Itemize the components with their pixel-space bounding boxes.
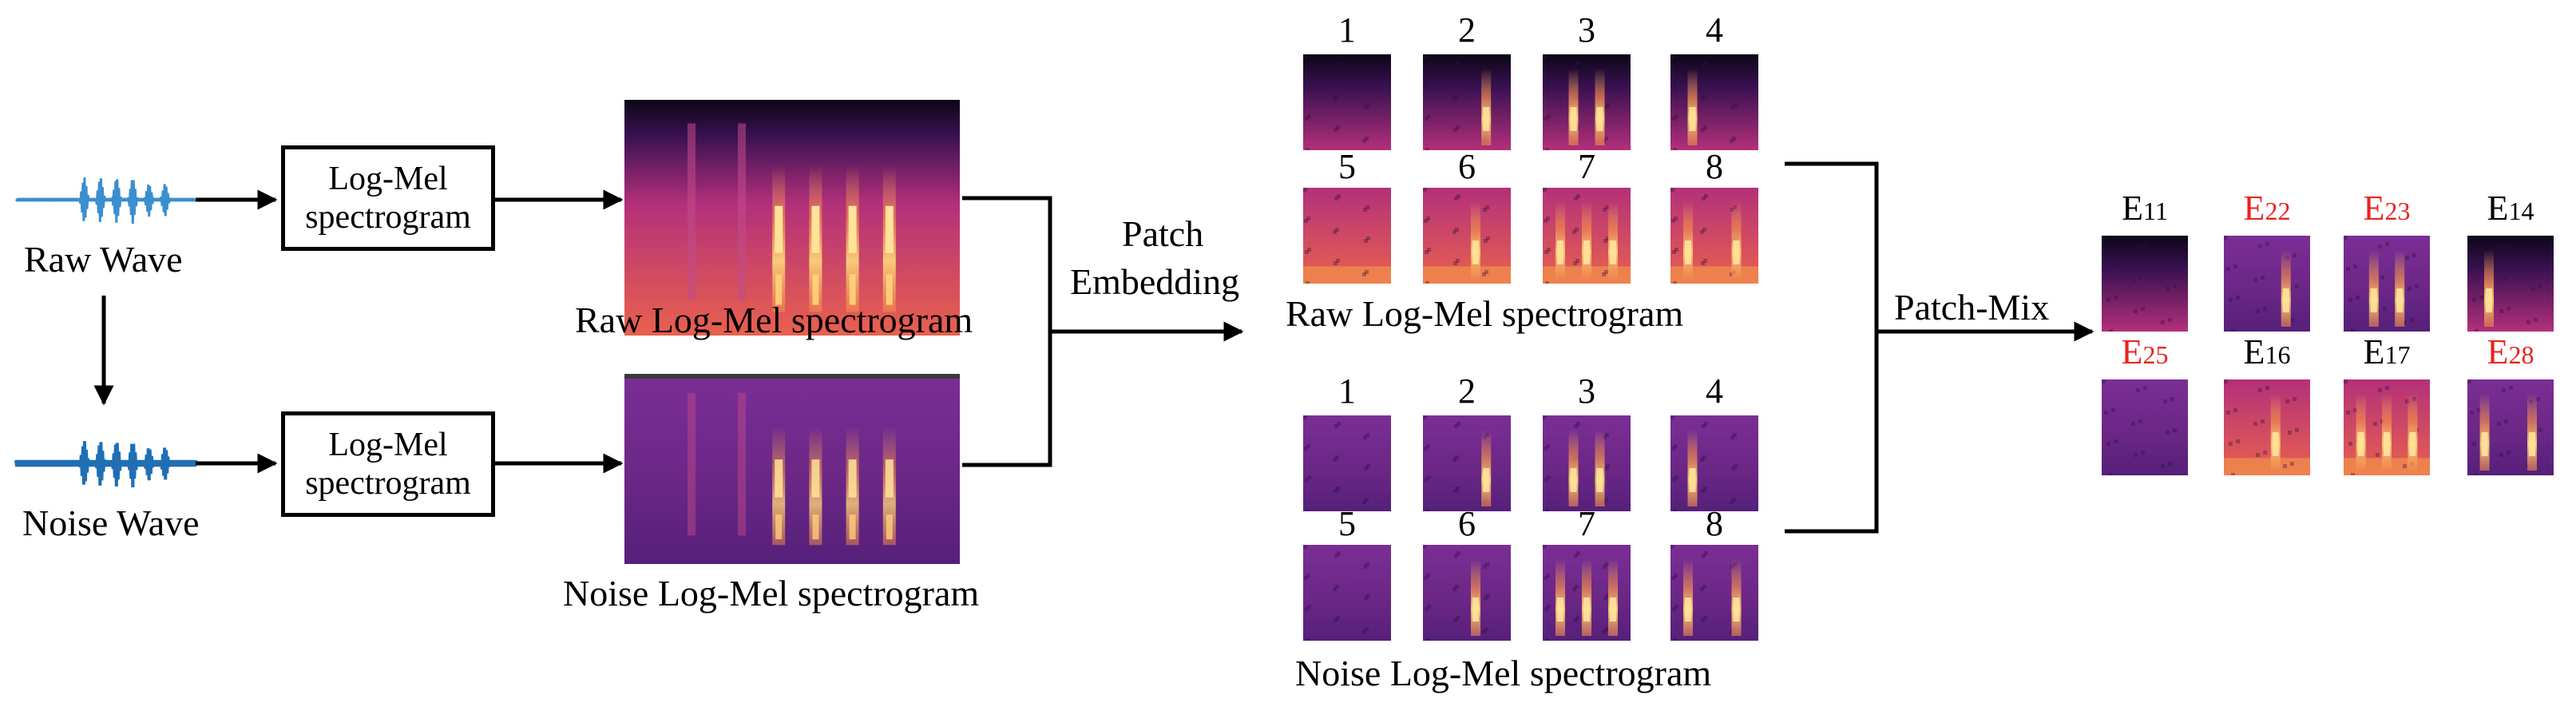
raw-patch-number-5: 5 bbox=[1338, 147, 1356, 186]
raw-patch-number-1: 1 bbox=[1338, 10, 1356, 50]
mixed-patch-E25 bbox=[2102, 379, 2188, 475]
raw-grid-caption: Raw Log-Mel spectrogram bbox=[1286, 293, 1684, 334]
mixed-patch-label-8: E28 bbox=[2487, 332, 2534, 371]
patch-embedding-line1: Patch bbox=[1122, 213, 1204, 254]
log-mel-box-noise: Log-Mel spectrogram bbox=[281, 411, 495, 517]
raw-patch-8 bbox=[1670, 188, 1758, 284]
noise-patch-number-1: 1 bbox=[1338, 371, 1356, 411]
raw-patch-1 bbox=[1303, 54, 1391, 150]
mixed-patch-label-7: E17 bbox=[2363, 332, 2411, 371]
raw-patch-2 bbox=[1423, 54, 1511, 150]
mixed-patch-label-6: E16 bbox=[2243, 332, 2291, 371]
mixed-patch-E17 bbox=[2344, 379, 2430, 475]
noise-patch-5 bbox=[1303, 545, 1391, 641]
mixed-patch-label-4: E14 bbox=[2487, 189, 2534, 228]
noise-grid-caption: Noise Log-Mel spectrogram bbox=[1295, 653, 1712, 693]
raw-patch-7 bbox=[1543, 188, 1631, 284]
join-spectrograms bbox=[962, 196, 1052, 467]
raw-patch-number-4: 4 bbox=[1706, 10, 1723, 50]
noise-patch-6 bbox=[1423, 545, 1511, 641]
noise-patch-1 bbox=[1303, 415, 1391, 511]
mixed-patch-label-3: E23 bbox=[2363, 189, 2411, 228]
patch-embedding-line2: Embedding bbox=[1070, 261, 1240, 302]
noise-spectrogram-caption: Noise Log-Mel spectrogram bbox=[563, 573, 980, 614]
noise-patch-number-8: 8 bbox=[1706, 504, 1723, 543]
noise-wave-icon bbox=[14, 441, 197, 488]
box-raw-line1: Log-Mel bbox=[328, 160, 448, 197]
noise-spectrogram bbox=[624, 374, 960, 564]
raw-patch-number-7: 7 bbox=[1578, 147, 1595, 186]
mixed-patch-E22 bbox=[2224, 236, 2310, 332]
noise-patch-number-6: 6 bbox=[1458, 504, 1476, 543]
noise-patch-7 bbox=[1543, 545, 1631, 641]
noise-patch-2 bbox=[1423, 415, 1511, 511]
raw-patch-number-3: 3 bbox=[1578, 10, 1595, 50]
noise-wave-label: Noise Wave bbox=[22, 502, 200, 543]
raw-patch-6 bbox=[1423, 188, 1511, 284]
raw-spectrogram-caption: Raw Log-Mel spectrogram bbox=[575, 300, 973, 340]
noise-patch-number-7: 7 bbox=[1578, 504, 1595, 543]
raw-patch-grid bbox=[1303, 54, 1758, 284]
raw-patch-5 bbox=[1303, 188, 1391, 284]
box-noise-line1: Log-Mel bbox=[328, 426, 448, 463]
noise-patch-4 bbox=[1670, 415, 1758, 511]
raw-patch-number-2: 2 bbox=[1458, 10, 1476, 50]
raw-patch-3 bbox=[1543, 54, 1631, 150]
raw-patch-4 bbox=[1670, 54, 1758, 150]
noise-patch-number-5: 5 bbox=[1338, 504, 1356, 543]
log-mel-box-raw: Log-Mel spectrogram bbox=[281, 145, 495, 251]
box-raw-line2: spectrogram bbox=[305, 199, 471, 236]
mixed-patch-E11 bbox=[2102, 236, 2188, 332]
noise-patch-grid bbox=[1303, 415, 1758, 641]
noise-patch-3 bbox=[1543, 415, 1631, 511]
noise-patch-8 bbox=[1670, 545, 1758, 641]
mixed-patch-E28 bbox=[2467, 379, 2554, 475]
noise-patch-number-3: 3 bbox=[1578, 371, 1595, 411]
box-noise-line2: spectrogram bbox=[305, 465, 471, 502]
noise-patch-number-4: 4 bbox=[1706, 371, 1723, 411]
raw-wave-icon bbox=[14, 177, 197, 224]
raw-patch-number-6: 6 bbox=[1458, 147, 1476, 186]
mixed-patch-E14 bbox=[2467, 236, 2554, 332]
patch-mix-label: Patch-Mix bbox=[1894, 287, 2050, 328]
mixed-patch-label-1: E11 bbox=[2122, 189, 2168, 228]
mixed-patch-grid bbox=[2102, 236, 2554, 475]
mixed-patch-label-5: E25 bbox=[2121, 332, 2169, 371]
mixed-patch-E16 bbox=[2224, 379, 2310, 475]
mixed-patch-E23 bbox=[2344, 236, 2430, 332]
mixed-patch-label-2: E22 bbox=[2243, 189, 2291, 228]
raw-wave-label: Raw Wave bbox=[24, 239, 183, 280]
raw-spectrogram bbox=[624, 100, 960, 336]
noise-patch-number-2: 2 bbox=[1458, 371, 1476, 411]
join-patch-grids bbox=[1785, 161, 1879, 534]
raw-patch-number-8: 8 bbox=[1706, 147, 1723, 186]
